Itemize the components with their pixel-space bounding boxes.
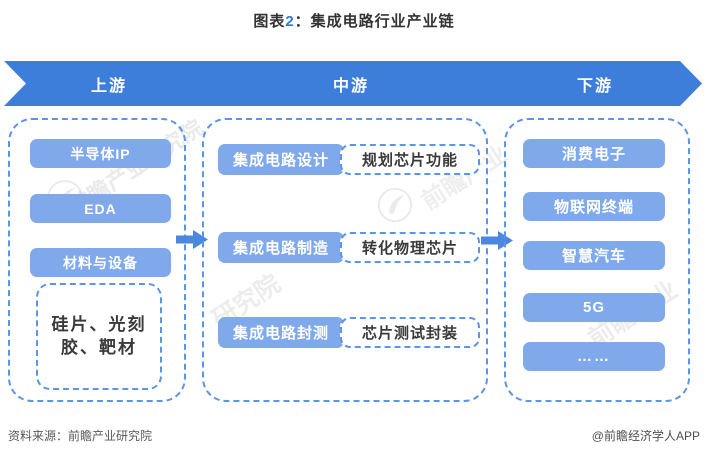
upstream-item-eda: EDA	[30, 194, 171, 223]
upstream-sub-item-materials-detail: 硅片、光刻 胶、靶材	[36, 283, 162, 390]
downstream-item-ellipsis: ……	[523, 342, 665, 371]
midstream-step-package-test: 集成电路封测	[218, 317, 344, 348]
midstream-panel: 集成电路设计 规划芯片功能 集成电路制造 转化物理芯片 集成电路封测 芯片测试封…	[202, 118, 488, 402]
stage-label-upstream: 上游	[90, 77, 127, 95]
downstream-item-iot-terminals: 物联网终端	[523, 192, 665, 221]
upstream-item-materials-equipment: 材料与设备	[30, 248, 171, 277]
upstream-panel: 半导体IP EDA 材料与设备 硅片、光刻 胶、靶材	[8, 118, 186, 402]
downstream-panel: 消费电子 物联网终端 智慧汽车 5G ……	[504, 118, 690, 402]
stage-label-downstream: 下游	[576, 77, 613, 95]
title-suffix: ：集成电路行业产业链	[294, 13, 455, 30]
midstream-step-design: 集成电路设计	[218, 144, 344, 175]
downstream-item-5g: 5G	[523, 293, 665, 322]
footer-credit: @前瞻经济学人APP	[591, 429, 700, 443]
title-prefix: 图表	[253, 13, 286, 30]
stage-arrow-upstream: 上游	[4, 61, 214, 106]
upstream-item-semiconductor-ip: 半导体IP	[30, 139, 171, 168]
upstream-sub-item-line: 胶、靶材	[61, 337, 137, 357]
midstream-step-manufacture: 集成电路制造	[218, 232, 344, 263]
stage-arrow-midstream: 中游	[189, 61, 513, 106]
midstream-desc-package-test: 芯片测试封装	[340, 317, 480, 348]
midstream-desc-manufacture: 转化物理芯片	[340, 232, 480, 263]
midstream-desc-design: 规划芯片功能	[340, 144, 480, 175]
downstream-item-consumer-electronics: 消费电子	[523, 139, 665, 168]
stage-arrow-downstream: 下游	[488, 61, 702, 106]
figure-title: 图表2：集成电路行业产业链	[0, 10, 708, 31]
title-number: 2	[285, 13, 295, 30]
downstream-item-smart-cars: 智慧汽车	[523, 241, 665, 270]
upstream-sub-item-line: 硅片、光刻	[51, 314, 147, 334]
stage-label-midstream: 中游	[332, 77, 369, 95]
flow-arrow-icon	[176, 230, 208, 249]
footer-source: 资料来源：前瞻产业研究院	[8, 429, 153, 443]
